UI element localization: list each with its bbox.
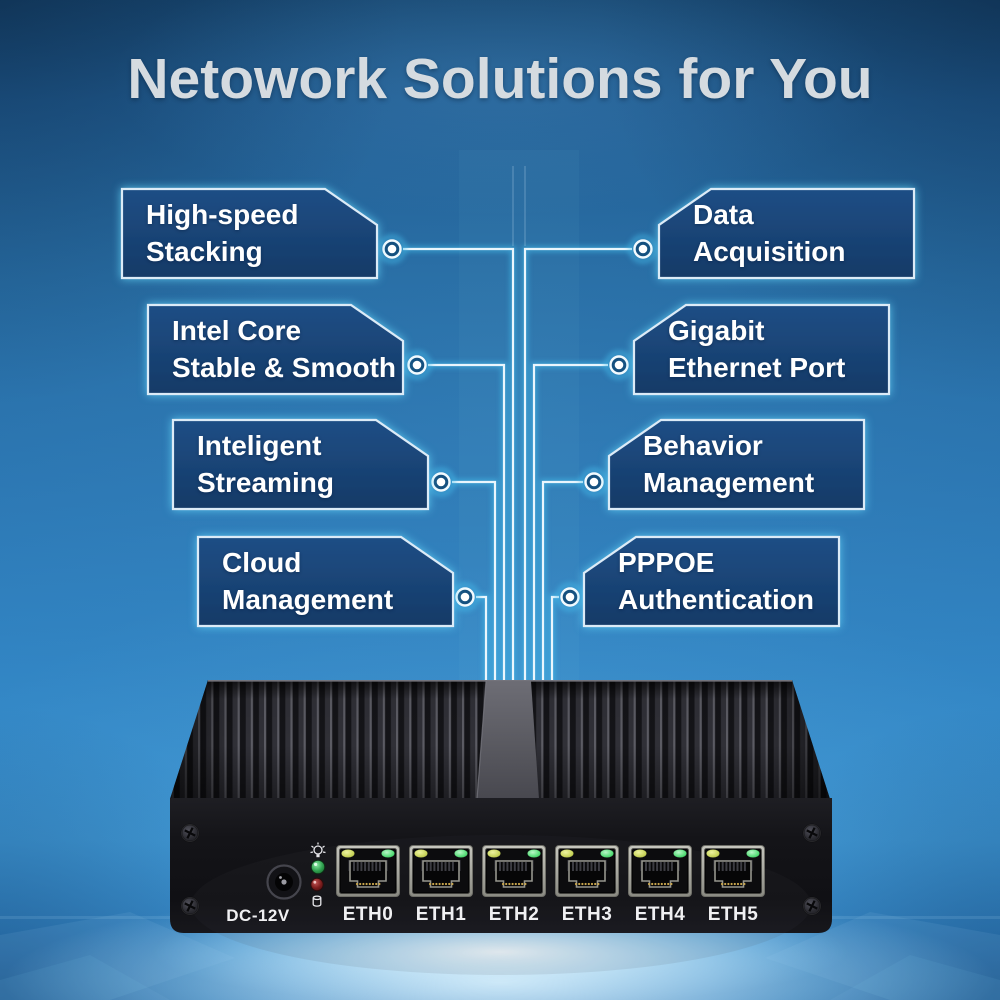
page-title: Netowork Solutions for You [127, 47, 873, 111]
port-eth4 [627, 844, 693, 898]
port-eth1 [408, 844, 474, 898]
feature-label-high-speed-stacking: High-speed Stacking [146, 199, 299, 267]
feature-label-pppoe-authentication: PPPOE Authentication [618, 547, 814, 615]
screw-bottom-right [802, 896, 822, 916]
feature-box-left-3 [171, 418, 430, 511]
dc-power-label: DC-12V [226, 906, 290, 925]
heatsink-fins [170, 679, 830, 800]
power-led [310, 859, 326, 875]
feature-box-right-2 [632, 303, 891, 396]
feature-box-right-4 [582, 535, 841, 628]
feature-label-inteligent-streaming: Inteligent Streaming [197, 430, 334, 498]
feature-label-data-acquisition: Data Acquisition [693, 199, 846, 267]
hdd-led [310, 877, 324, 892]
feature-label-intel-core: Intel Core Stable & Smooth [172, 315, 397, 383]
port-eth0 [335, 844, 401, 898]
hdd-cylinder-icon [312, 895, 322, 907]
port-label-eth0: ETH0 [342, 904, 394, 925]
feature-boxes [120, 187, 916, 628]
heatsink-flat-band [477, 681, 539, 799]
port-eth3 [554, 844, 620, 898]
port-label-eth3: ETH3 [561, 904, 613, 925]
port-label-eth5: ETH5 [707, 904, 759, 925]
feature-box-left-4 [196, 535, 455, 628]
feature-box-left-1 [120, 187, 379, 280]
connector-lines [403, 166, 632, 692]
network-appliance [170, 679, 832, 975]
port-label-eth4: ETH4 [634, 904, 686, 925]
feature-label-cloud-management: Cloud Management [222, 547, 394, 615]
lightbulb-icon [310, 842, 326, 858]
dc-power-jack [266, 864, 302, 900]
status-leds [310, 842, 326, 907]
port-eth2 [481, 844, 547, 898]
feature-box-left-2 [146, 303, 405, 396]
port-label-eth1: ETH1 [415, 904, 467, 925]
feature-label-behavior-management: Behavior Management [643, 430, 815, 498]
screw-top-left [180, 823, 200, 843]
port-label-eth2: ETH2 [488, 904, 540, 925]
feature-box-right-3 [607, 418, 866, 511]
screw-bottom-left [180, 896, 200, 916]
screw-top-right [802, 823, 822, 843]
feature-box-right-1 [657, 187, 916, 280]
feature-label-gigabit-ethernet: Gigabit Ethernet Port [668, 315, 846, 383]
port-eth5 [700, 844, 766, 898]
